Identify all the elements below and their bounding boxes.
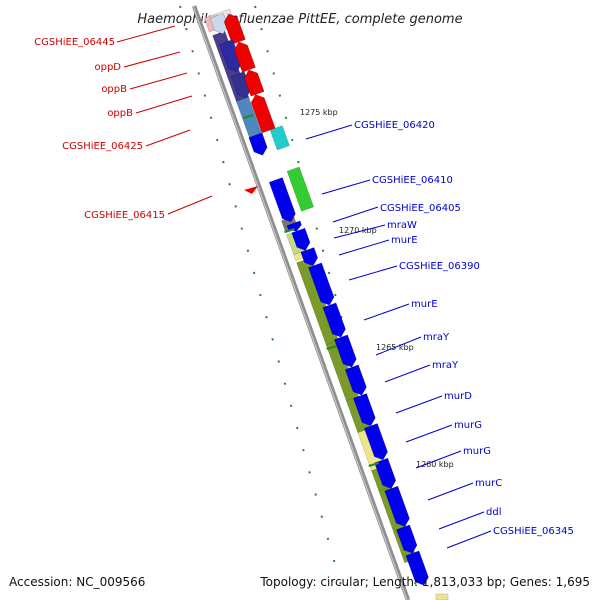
label-leader-line xyxy=(338,239,390,256)
reverse-gene-label: CGSHiEE_06420 xyxy=(354,120,435,131)
forward-gene-label: CGSHiEE_06445 xyxy=(34,37,115,48)
reverse-gene-label: mraY xyxy=(423,332,450,343)
reverse-gene-label: murE xyxy=(391,235,418,246)
label-leader-line xyxy=(384,364,431,383)
reverse-gene-label: CGSHiEE_06345 xyxy=(493,526,574,537)
label-leader-line xyxy=(427,482,474,501)
cds-arrow xyxy=(248,132,268,156)
reverse-gene-label: murE xyxy=(411,299,438,310)
label-leader-line xyxy=(405,424,453,443)
cds-arrows xyxy=(209,13,429,586)
kbp-tick xyxy=(243,114,254,119)
accession-text: Accession: NC_009566 xyxy=(9,575,146,589)
cds-arrow xyxy=(396,524,418,554)
kbp-tick-label: 1270 kbp xyxy=(339,226,377,235)
reverse-gene-label: CGSHiEE_06405 xyxy=(380,203,461,214)
reverse-gene-label: CGSHiEE_06390 xyxy=(399,261,480,272)
cds-arrow xyxy=(233,41,256,73)
reverse-gene-label: murG xyxy=(463,446,491,457)
genome-stats-text: Topology: circular; Length: 1,813,033 bp… xyxy=(260,575,590,589)
cds-arrow xyxy=(244,69,265,97)
backbone-highlight xyxy=(192,5,408,600)
label-leader-line xyxy=(129,72,188,90)
label-leader-line xyxy=(363,303,410,321)
kbp-tick xyxy=(326,345,337,350)
label-leader-line xyxy=(333,224,386,239)
label-leader-line xyxy=(116,25,176,43)
reverse-gene-label: mraW xyxy=(387,220,417,231)
label-leader-line xyxy=(332,206,379,223)
kbp-tick-label: 1260 kbp xyxy=(416,460,454,469)
genome-backbone xyxy=(191,5,411,600)
label-leader-line xyxy=(145,129,191,147)
forward-gene-label: oppD xyxy=(94,62,121,73)
cog-bar-segment xyxy=(325,340,359,402)
label-leader-line xyxy=(123,51,181,68)
cog-bar-segment xyxy=(269,125,290,151)
cog-bar-segment xyxy=(435,593,449,600)
cds-arrow xyxy=(268,177,296,223)
label-leader-line xyxy=(415,450,462,469)
forward-gene-label: oppB xyxy=(107,108,133,119)
reverse-gene-label: murG xyxy=(454,420,482,431)
label-leader-line xyxy=(438,511,485,530)
reverse-gene-label: ddl xyxy=(486,507,501,518)
cds-arrow xyxy=(223,13,246,45)
reverse-gene-label: CGSHiEE_06410 xyxy=(372,175,453,186)
cds-arrow xyxy=(322,302,346,338)
cds-arrow xyxy=(363,423,388,461)
feature-labels: CGSHiEE_06445oppDoppBoppBCGSHiEE_06425CG… xyxy=(34,25,574,549)
cds-arrow xyxy=(384,485,410,527)
kbp-tick xyxy=(284,228,295,233)
backbone-group xyxy=(191,5,411,600)
forward-gene-label: CGSHiEE_06425 xyxy=(62,141,143,152)
cds-arrow xyxy=(300,247,318,267)
cds-arrow xyxy=(344,364,367,396)
label-leader-line xyxy=(348,265,398,281)
label-leader-line xyxy=(167,195,213,215)
reverse-gene-label: murD xyxy=(444,391,472,402)
label-leader-line xyxy=(375,336,422,356)
cds-arrow xyxy=(334,334,357,368)
label-leader-line xyxy=(135,95,193,114)
cds-arrow xyxy=(244,186,258,194)
cds-arrow xyxy=(374,457,397,489)
label-leader-line xyxy=(446,530,492,549)
cog-bar-segment xyxy=(286,166,315,212)
forward-gene-label: oppB xyxy=(101,84,127,95)
reverse-gene-label: murC xyxy=(475,478,502,489)
map-title: Haemophilus influenzae PittEE, complete … xyxy=(137,12,462,27)
kbp-tick-label: 1275 kbp xyxy=(300,108,338,117)
kbp-tick xyxy=(368,462,380,467)
cds-arrow xyxy=(308,262,335,306)
label-leader-line xyxy=(321,179,371,195)
cds-arrow xyxy=(353,393,376,427)
label-leader-line xyxy=(305,124,353,140)
cds-arrow xyxy=(250,94,276,134)
forward-gene-label: CGSHiEE_06415 xyxy=(84,210,165,221)
cds-arrow xyxy=(405,550,429,586)
label-leader-line xyxy=(395,395,443,414)
reverse-gene-label: mraY xyxy=(432,360,459,371)
cds-arrow xyxy=(291,227,311,251)
